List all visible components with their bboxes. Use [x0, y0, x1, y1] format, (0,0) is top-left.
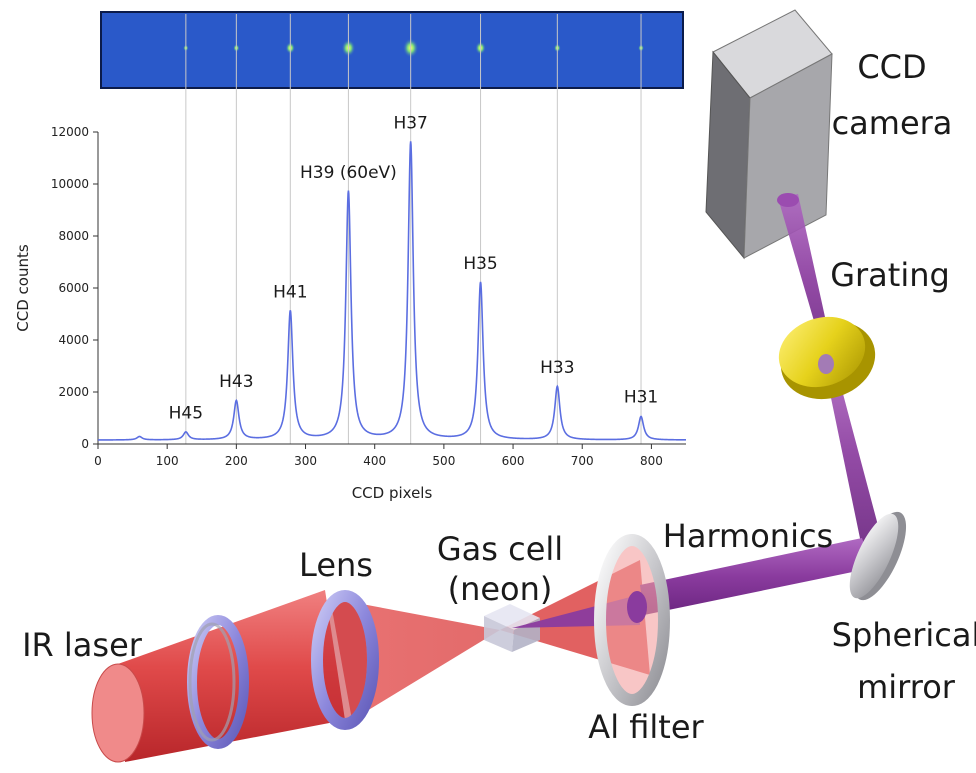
lens-label: Lens — [299, 546, 373, 584]
x-ticks: 0 100 200 300 400 500 600 700 800 — [94, 444, 663, 468]
spherical-mirror-label-line2: mirror — [857, 668, 956, 706]
spherical-mirror — [849, 511, 907, 601]
ccd-camera-label-line1: CCD — [857, 48, 926, 86]
x-tick-label: 500 — [432, 454, 455, 468]
x-tick-label: 200 — [225, 454, 248, 468]
al-filter-label: Al filter — [588, 708, 704, 746]
peak-label: H45 — [169, 403, 203, 423]
ccd-camera-front-face — [743, 53, 833, 259]
y-tick-label: 2000 — [58, 385, 89, 399]
laser-cylinder-body — [115, 590, 345, 762]
peak-label: H33 — [540, 358, 574, 378]
x-tick-label: 300 — [294, 454, 317, 468]
spectrum-chart: 0 100 200 300 400 500 600 700 800 0 2000 4000 6000 8… — [14, 14, 686, 502]
spectrum-line — [98, 141, 686, 441]
ccd-camera — [705, 9, 833, 260]
ir-laser-label: IR laser — [22, 626, 143, 664]
peak-label: H35 — [463, 254, 497, 274]
x-tick-label: 600 — [502, 454, 525, 468]
harmonics-label: Harmonics — [663, 517, 833, 555]
ccd-image-strip — [100, 11, 684, 89]
first-lens-ring — [187, 615, 249, 749]
peak-label: H31 — [624, 388, 658, 408]
harmonics-beam-mirror-to-grating — [824, 360, 884, 548]
peak-label: H41 — [273, 282, 307, 302]
y-tick-label: 6000 — [58, 281, 89, 295]
y-tick-label: 0 — [81, 437, 89, 451]
y-ticks: 0 2000 4000 6000 8000 10000 12000 — [51, 125, 98, 451]
gas-cell-front — [484, 616, 514, 652]
peak-label: H37 — [393, 113, 427, 133]
x-tick-label: 100 — [156, 454, 179, 468]
peak-label: H43 — [219, 372, 253, 392]
spherical-mirror-label-line1: Spherical — [832, 616, 976, 654]
gas-cell-label-line2: (neon) — [448, 570, 553, 608]
x-axis-title: CCD pixels — [352, 484, 433, 502]
peak-label: H39 (60eV) — [300, 163, 397, 183]
ccd-strip-background — [100, 11, 684, 89]
y-tick-label: 10000 — [51, 177, 89, 191]
gas-cell-top — [484, 604, 540, 630]
y-axis-title: CCD counts — [14, 244, 32, 332]
x-tick-label: 700 — [571, 454, 594, 468]
y-tick-label: 8000 — [58, 229, 89, 243]
gas-cell-label-line1: Gas cell — [437, 530, 563, 568]
lens — [311, 590, 379, 730]
ccd-camera-label-line2: camera — [832, 104, 953, 142]
grating-label: Grating — [830, 256, 950, 294]
x-tick-label: 400 — [363, 454, 386, 468]
grating-beam-spot — [818, 354, 834, 374]
laser-cylinder-end — [91, 663, 145, 763]
camera-beam-spot — [777, 193, 799, 207]
harmonics-beam — [640, 538, 872, 615]
al-filter — [594, 534, 670, 706]
grating — [778, 316, 876, 400]
grating-face — [778, 316, 866, 388]
y-tick-label: 12000 — [51, 125, 89, 139]
y-tick-label: 4000 — [58, 333, 89, 347]
x-tick-label: 0 — [94, 454, 102, 468]
x-tick-label: 800 — [640, 454, 663, 468]
peak-guide-lines — [185, 14, 642, 444]
